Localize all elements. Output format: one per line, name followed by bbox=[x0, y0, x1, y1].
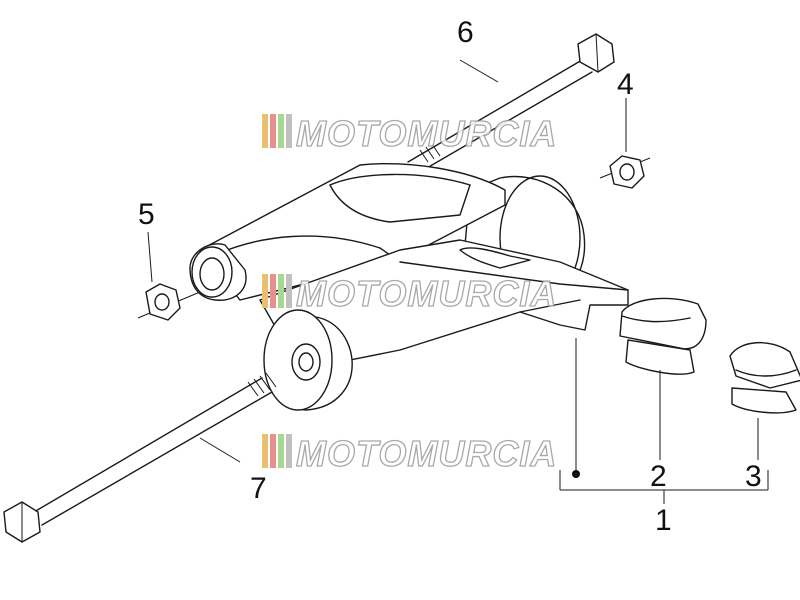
watermark-logo-top: MOTOMURCIA bbox=[262, 112, 557, 155]
bolt-part-6 bbox=[407, 33, 615, 173]
watermark-text: MOTOMURCIA bbox=[296, 113, 557, 154]
buffer-part-2 bbox=[619, 297, 707, 375]
watermark-text: MOTOMURCIA bbox=[296, 433, 557, 474]
nut-part-5 bbox=[137, 283, 201, 321]
bolt-part-7 bbox=[3, 372, 277, 543]
callout-3: 3 bbox=[745, 460, 762, 493]
buffer-part-3 bbox=[729, 341, 800, 414]
nut-part-4 bbox=[599, 155, 651, 189]
callout-1: 1 bbox=[655, 504, 672, 537]
callout-5: 5 bbox=[138, 198, 155, 231]
callout-2: 2 bbox=[650, 460, 667, 493]
callout-4: 4 bbox=[617, 68, 634, 101]
leader-lines bbox=[147, 59, 769, 504]
swingarm-body bbox=[189, 163, 629, 411]
watermark-logo-middle: MOTOMURCIA bbox=[262, 272, 557, 315]
watermark-text: MOTOMURCIA bbox=[296, 273, 557, 314]
callout-6: 6 bbox=[457, 16, 474, 49]
watermark-logo-bottom: MOTOMURCIA bbox=[262, 432, 557, 475]
callout-7: 7 bbox=[250, 472, 267, 505]
